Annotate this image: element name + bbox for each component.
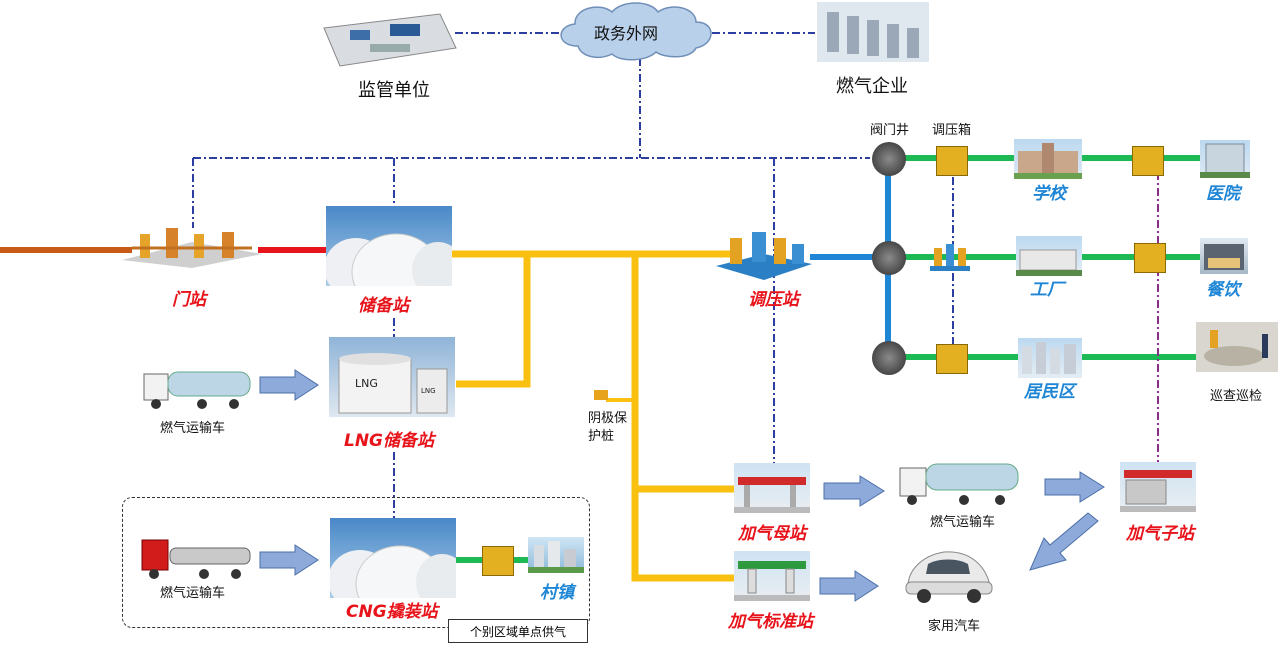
arrow-car (819, 570, 879, 602)
label-gate-station: 门站 (172, 290, 206, 310)
valve-well-icon-2 (872, 241, 906, 275)
arrow-cng (259, 544, 319, 576)
cng-truck-image (140, 532, 252, 580)
regulator-box-icon-1 (936, 146, 968, 176)
school-image (1014, 139, 1082, 179)
label-town: 村镇 (540, 583, 574, 603)
standard-station-image (734, 551, 810, 601)
arrow-sub (1044, 471, 1105, 503)
label-regulator-box: 调压箱 (932, 123, 972, 138)
factory-image (1016, 236, 1082, 276)
label-dining: 餐饮 (1206, 280, 1240, 300)
dining-image (1200, 238, 1248, 274)
valve-well-icon-3 (872, 341, 906, 375)
gate-station-image (122, 220, 262, 268)
branch-standard-pipe (631, 254, 735, 582)
mother-station-image (734, 463, 810, 513)
town-image (528, 537, 584, 573)
valve-well-icon-1 (872, 142, 906, 176)
label-truck-cng: 燃气运输车 (160, 586, 226, 601)
label-residential: 居民区 (1024, 382, 1075, 402)
cng-station-image (328, 518, 468, 623)
label-truck-lng: 燃气运输车 (160, 421, 226, 436)
label-patrol: 巡查巡检 (1210, 389, 1263, 404)
storage-lng-pipe (452, 250, 531, 388)
mid-truck-image (898, 454, 1020, 510)
lng-tank-text-2: LNG (421, 387, 436, 395)
patrol-image (1196, 322, 1278, 372)
label-gas-company: 燃气企业 (836, 76, 908, 97)
label-pressure-station: 调压站 (748, 290, 799, 310)
label-sub-station: 加气子站 (1126, 524, 1194, 544)
sub-station-image (1120, 462, 1196, 512)
label-standard-station: 加气标准站 (728, 612, 813, 632)
label-school: 学校 (1032, 184, 1066, 204)
cng-regulator-box-icon (482, 546, 514, 576)
single-point-tag: 个别区域单点供气 (448, 619, 588, 643)
label-factory: 工厂 (1030, 280, 1064, 300)
cloud-shape (560, 2, 712, 61)
pressure-station-image (716, 228, 812, 280)
regulator-box-icon-5 (1134, 243, 1166, 273)
lng-storage-image: LNG LNG (329, 337, 455, 417)
label-truck-mid: 燃气运输车 (930, 515, 996, 530)
lng-tank-text: LNG (355, 377, 378, 390)
label-lng-storage: LNG储备站 (344, 431, 435, 451)
single-point-region (122, 497, 590, 628)
label-regulator: 监管单位 (358, 80, 430, 101)
residential-image (1018, 338, 1082, 378)
label-valve-well: 阀门井 (870, 123, 910, 138)
label-mother-station: 加气母站 (738, 524, 806, 544)
regulator-box-icon-4 (1132, 146, 1164, 176)
cathodic-post-icon (594, 390, 608, 400)
label-hospital: 医院 (1206, 184, 1240, 204)
arrow-lng (259, 369, 319, 401)
storage-station-image (324, 206, 464, 311)
lng-truck-image (142, 362, 252, 412)
label-storage-station: 储备站 (358, 296, 409, 316)
cloud-label: 政务外网 (594, 24, 659, 43)
home-car-image (900, 542, 996, 604)
regulator-skid-icon (930, 240, 970, 272)
label-home-car: 家用汽车 (928, 619, 981, 634)
gas-company-image (817, 2, 929, 62)
label-cng-station: CNG撬装站 (346, 602, 438, 622)
regulator-box-icon-3 (936, 344, 968, 374)
regulator-building-image (320, 8, 458, 68)
hospital-image (1200, 140, 1250, 178)
label-cathodic: 阴极保护桩 (588, 411, 628, 444)
arrow-mother (823, 475, 885, 507)
arrow-sub-car (1029, 512, 1099, 571)
